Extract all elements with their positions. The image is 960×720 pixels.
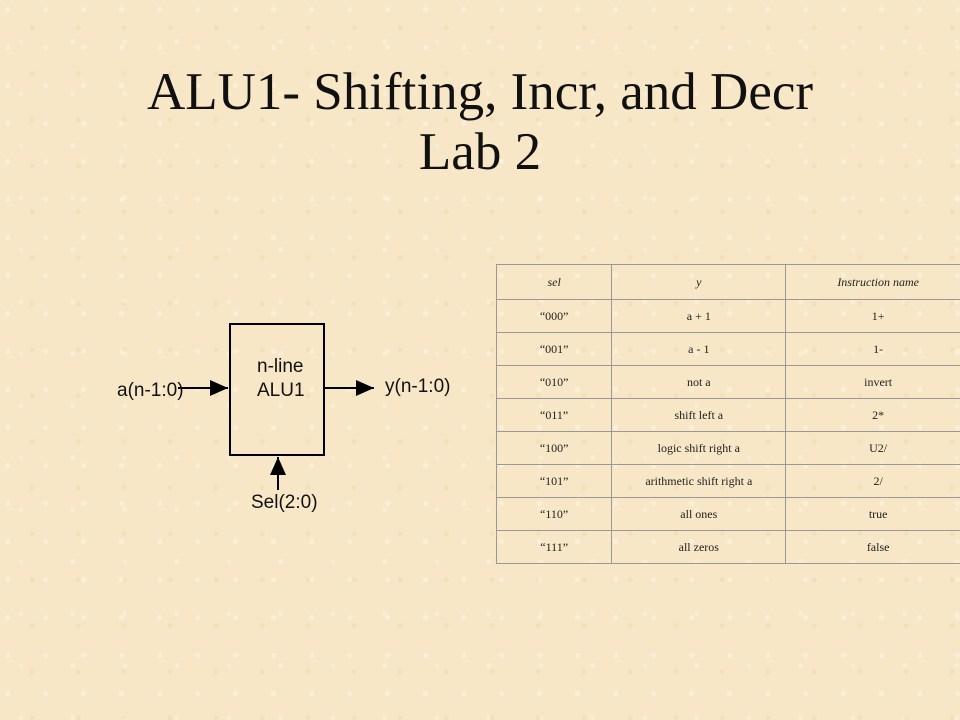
table-row: “010” not a invert: [495, 365, 960, 399]
cell-y: arithmetic shift right a: [611, 464, 787, 498]
cell-y: shift left a: [611, 398, 787, 432]
cell-sel: “011”: [495, 398, 613, 432]
select-label: Sel(2:0): [251, 492, 318, 513]
cell-y: all ones: [611, 497, 787, 531]
output-label: y(n-1:0): [385, 376, 451, 397]
cell-sel: “010”: [495, 365, 613, 399]
table-row: “101” arithmetic shift right a 2/: [495, 464, 960, 498]
cell-sel: “110”: [495, 497, 613, 531]
table-header-row: sel y Instruction name: [495, 264, 960, 300]
table-row: “011” shift left a 2*: [495, 398, 960, 432]
slide-title: ALU1- Shifting, Incr, and Decr Lab 2: [0, 62, 960, 182]
cell-instruction: invert: [785, 365, 960, 399]
cell-instruction: 1-: [785, 332, 960, 366]
title-line-2: Lab 2: [418, 123, 542, 181]
cell-sel: “111”: [495, 530, 613, 564]
instruction-table: sel y Instruction name “000” a + 1 1+ “0…: [495, 264, 960, 564]
table-row: “001” a - 1 1-: [495, 332, 960, 366]
title-line-1: ALU1- Shifting, Incr, and Decr: [146, 63, 814, 121]
table-row: “000” a + 1 1+: [495, 299, 960, 333]
cell-y: a - 1: [611, 332, 787, 366]
cell-y: not a: [611, 365, 787, 399]
alu-block-line2: ALU1: [257, 380, 305, 401]
table-row: “110” all ones true: [495, 497, 960, 531]
table-row: “111” all zeros false: [495, 530, 960, 564]
cell-sel: “000”: [495, 299, 613, 333]
alu-block-line1: n-line: [257, 356, 304, 377]
cell-instruction: 1+: [785, 299, 960, 333]
cell-instruction: U2/: [785, 431, 960, 465]
cell-sel: “101”: [495, 464, 613, 498]
cell-y: logic shift right a: [611, 431, 787, 465]
cell-y: a + 1: [611, 299, 787, 333]
cell-sel: “001”: [495, 332, 613, 366]
cell-sel: “100”: [495, 431, 613, 465]
input-label: a(n-1:0): [117, 380, 184, 401]
cell-y: all zeros: [611, 530, 787, 564]
alu-box: [229, 323, 325, 456]
header-y: y: [611, 264, 787, 300]
table-row: “100” logic shift right a U2/: [495, 431, 960, 465]
header-sel: sel: [495, 264, 613, 300]
cell-instruction: 2*: [785, 398, 960, 432]
cell-instruction: false: [785, 530, 960, 564]
cell-instruction: true: [785, 497, 960, 531]
cell-instruction: 2/: [785, 464, 960, 498]
header-instruction-name: Instruction name: [785, 264, 960, 300]
